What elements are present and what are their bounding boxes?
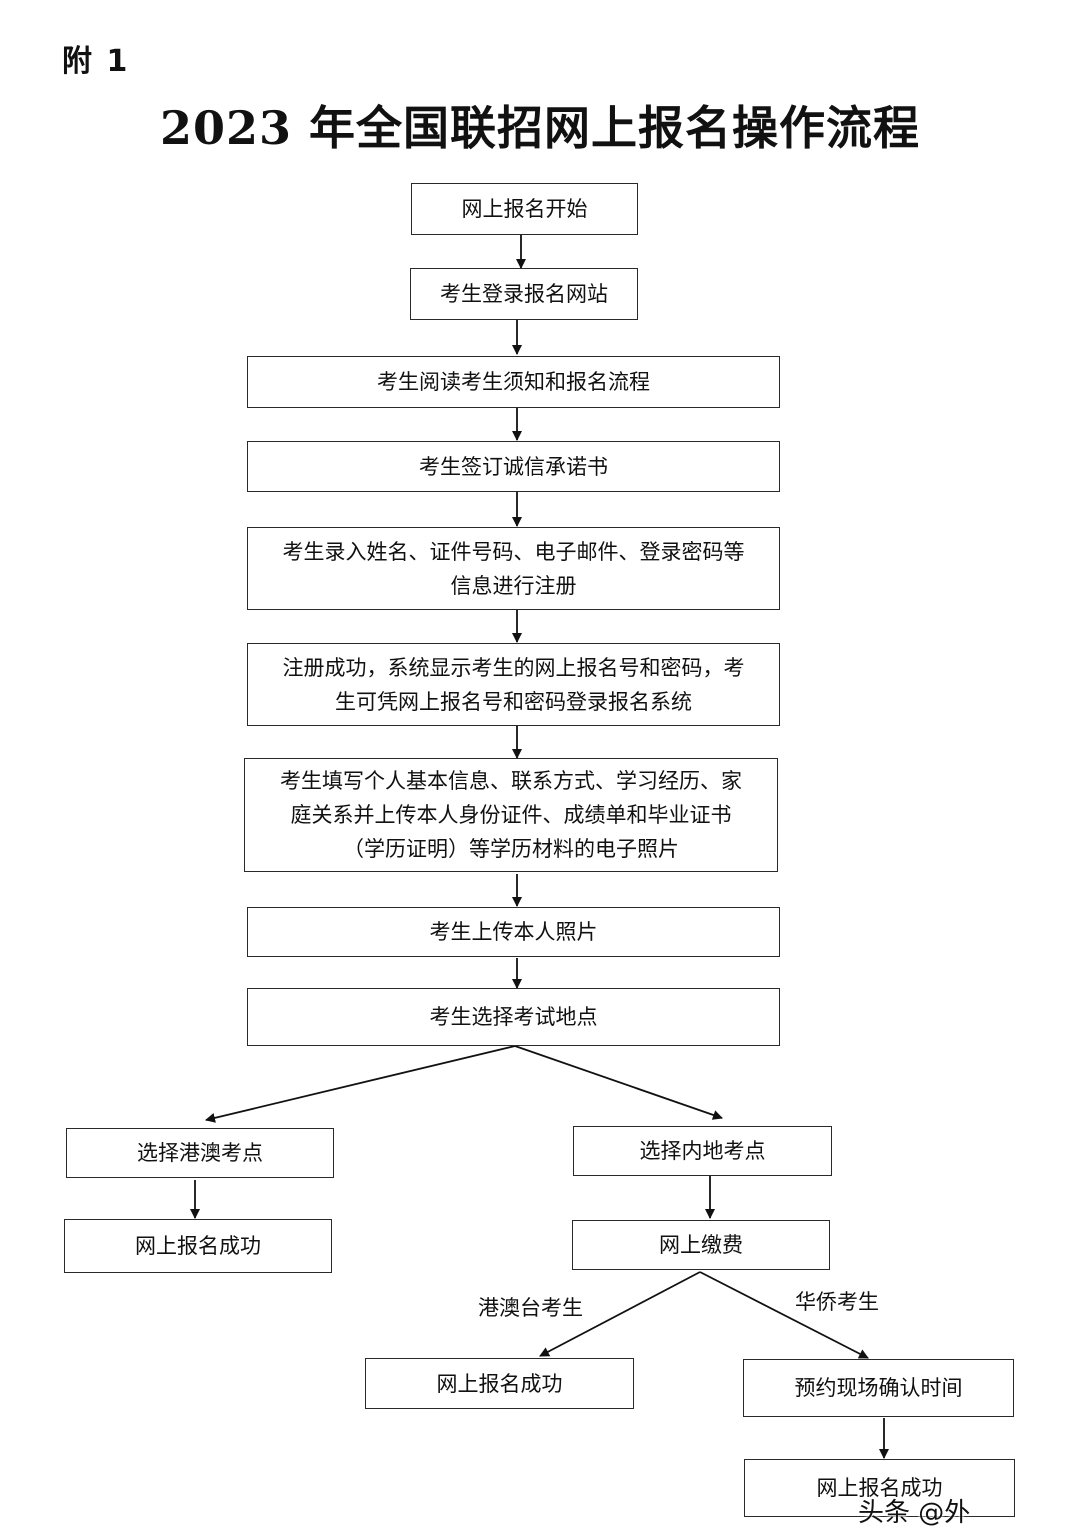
step-overseas-success: 网上报名成功	[744, 1459, 1015, 1517]
step-hmt-success-label: 网上报名成功	[436, 1371, 563, 1396]
step-choose-site: 考生选择考试地点	[247, 988, 780, 1046]
step-hmt-success: 网上报名成功	[365, 1358, 634, 1409]
edge-label-hmt: 港澳台考生	[478, 1296, 583, 1320]
edge-label-overseas: 华侨考生	[795, 1290, 879, 1314]
step-fill-info-line-2: 庭关系并上传本人身份证件、成绩单和毕业证书	[290, 803, 732, 827]
step-register-line-1: 考生录入姓名、证件号码、电子邮件、登录密码等	[282, 539, 745, 564]
arrow-split-right	[514, 1045, 723, 1120]
step-overseas-success-label: 网上报名成功	[816, 1476, 943, 1500]
step-online-payment-label: 网上缴费	[659, 1233, 743, 1257]
step-read-notice-label: 考生阅读考生须知和报名流程	[377, 370, 650, 394]
step-read-notice: 考生阅读考生须知和报名流程	[247, 356, 780, 408]
step-choose-hk-macau: 选择港澳考点	[66, 1128, 334, 1178]
step-choose-mainland-label: 选择内地考点	[639, 1139, 766, 1163]
step-choose-site-label: 考生选择考试地点	[429, 1005, 598, 1029]
step-fill-info-line-1: 考生填写个人基本信息、联系方式、学习经历、家	[280, 769, 742, 793]
step-fill-info-line-3: （学历证明）等学历材料的电子照片	[343, 837, 679, 861]
step-choose-mainland: 选择内地考点	[573, 1126, 832, 1176]
page-title: 2023 年全国联招网上报名操作流程	[159, 101, 921, 155]
arrow-split-left	[205, 1045, 516, 1123]
step-book-confirmation-label: 预约现场确认时间	[794, 1376, 963, 1400]
watermark-text: 头条 @外	[858, 1498, 971, 1528]
step-login-label: 考生登录报名网站	[440, 282, 608, 306]
step-sign-pledge: 考生签订诚信承诺书	[247, 441, 780, 492]
step-online-payment: 网上缴费	[572, 1220, 830, 1270]
step-upload-photo-label: 考生上传本人照片	[429, 920, 598, 944]
step-choose-hk-macau-label: 选择港澳考点	[137, 1141, 263, 1165]
step-upload-photo: 考生上传本人照片	[247, 907, 780, 957]
step-left-success-label: 网上报名成功	[135, 1234, 261, 1258]
step-start-label: 网上报名开始	[461, 197, 588, 221]
step-register-success-line-2: 生可凭网上报名号和密码登录报名系统	[335, 689, 692, 714]
step-sign-pledge-label: 考生签订诚信承诺书	[419, 454, 608, 479]
appendix-label: 附 1	[62, 44, 130, 79]
step-start: 网上报名开始	[411, 183, 638, 235]
step-register-success-line-1: 注册成功，系统显示考生的网上报名号和密码，考	[282, 655, 745, 680]
arrow-hmt	[539, 1271, 701, 1357]
step-register: 考生录入姓名、证件号码、电子邮件、登录密码等 信息进行注册	[247, 527, 780, 610]
step-register-success: 注册成功，系统显示考生的网上报名号和密码，考 生可凭网上报名号和密码登录报名系统	[247, 643, 780, 726]
step-left-success: 网上报名成功	[64, 1219, 332, 1273]
step-fill-info: 考生填写个人基本信息、联系方式、学习经历、家 庭关系并上传本人身份证件、成绩单和…	[244, 758, 778, 872]
step-register-line-2: 信息进行注册	[450, 573, 577, 598]
step-login: 考生登录报名网站	[410, 268, 638, 320]
arrow-overseas	[699, 1271, 869, 1359]
step-book-confirmation: 预约现场确认时间	[743, 1359, 1014, 1417]
